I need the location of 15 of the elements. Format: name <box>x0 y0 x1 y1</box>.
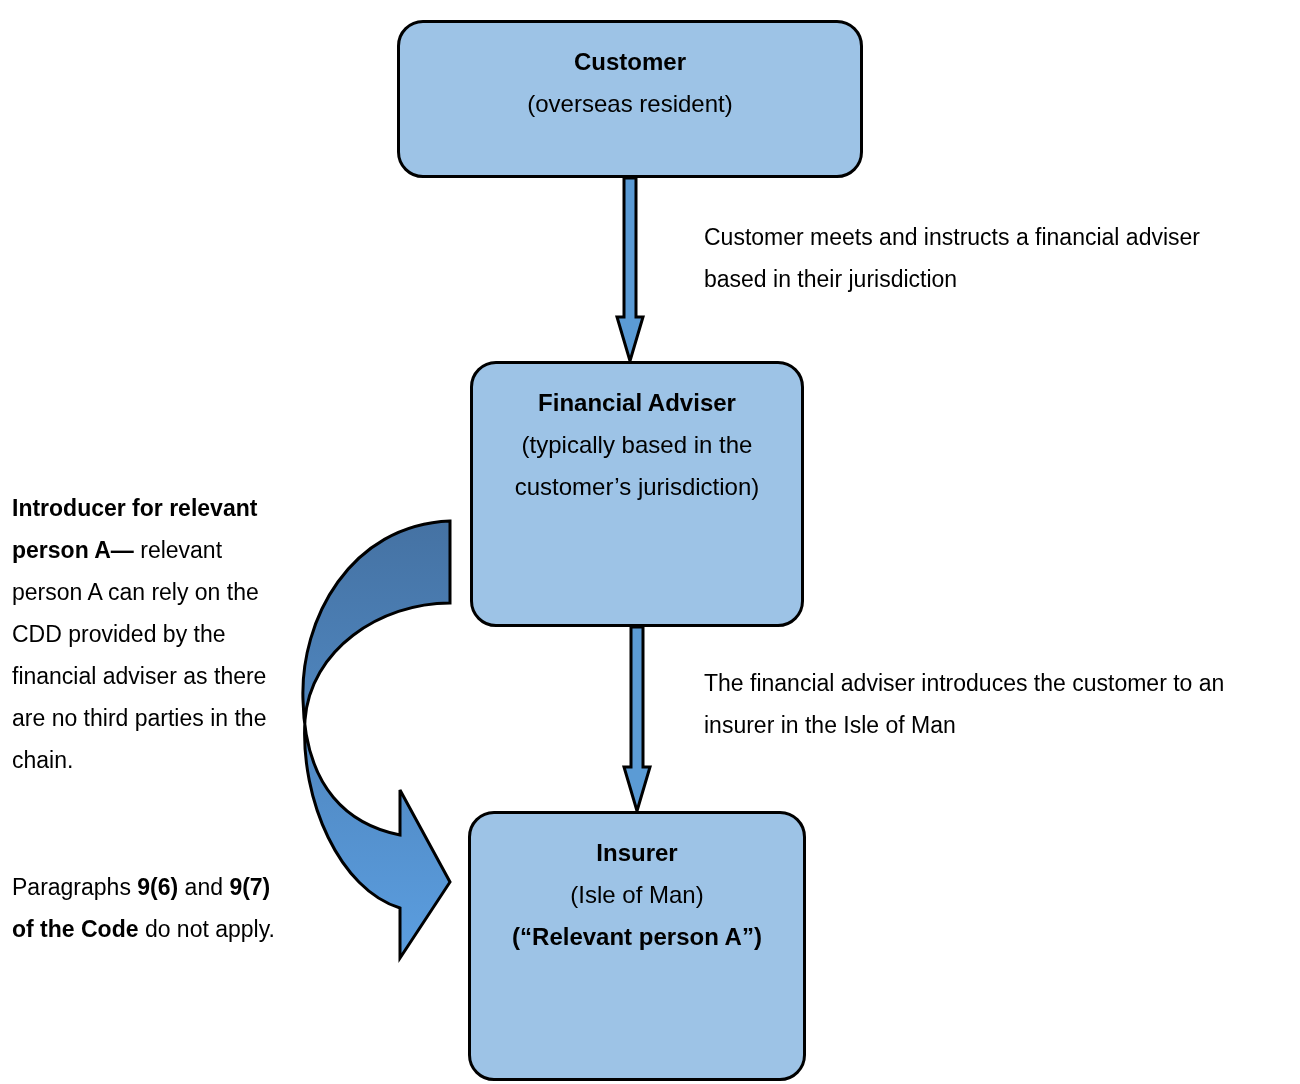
box-text: (“Relevant person A”) <box>512 922 762 952</box>
box-text: (overseas resident) <box>527 89 733 119</box>
curved-block-arrow <box>301 519 452 960</box>
process-box <box>470 361 804 627</box>
box-text: (typically based in the customer’s jurisdiction) <box>513 430 761 502</box>
box-title: Insurer <box>596 838 678 868</box>
note-text: Introducer for relevant person A— relevant person A can rely on the CDD provided by the financial adviser as there are no third parties in the chain. <box>12 494 268 775</box>
box-title: Customer <box>574 47 686 77</box>
box-text: (Isle of Man) <box>570 880 704 910</box>
box-title: Financial Adviser <box>538 388 736 418</box>
edge-label: Customer meets and instructs a financial adviser based in their jurisdiction <box>704 223 1201 294</box>
process-box <box>397 20 863 178</box>
edge-label: The financial adviser introduces the customer to an insurer in the Isle of Man <box>704 669 1226 740</box>
note-text: Paragraphs 9(6) and 9(7) of the Code do not apply. <box>12 873 276 944</box>
process-box <box>468 811 806 1081</box>
